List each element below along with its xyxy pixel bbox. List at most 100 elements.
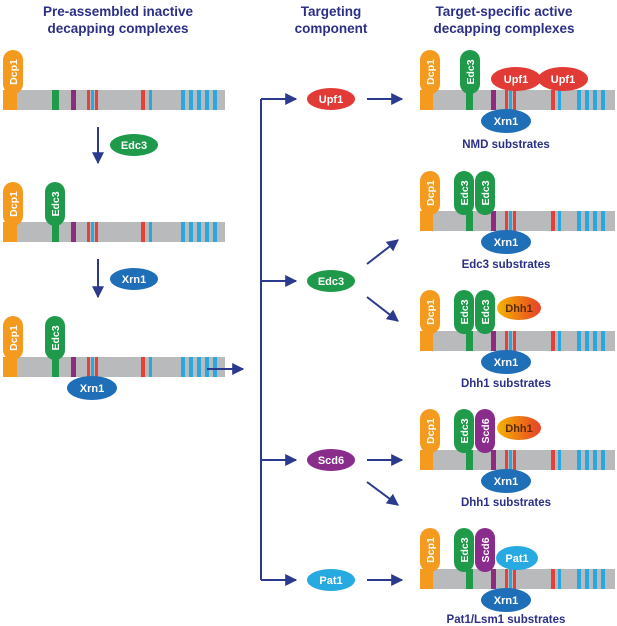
left-complex-3: Dcp1 Edc3 Xrn1 (3, 316, 225, 400)
dcp1-protein: Dcp1 (420, 290, 440, 334)
svg-text:Dcp1: Dcp1 (425, 418, 437, 444)
middle-heading-line2: component (295, 21, 368, 36)
dcp1-protein: Dcp1 (420, 409, 440, 453)
right-complex-dhh1-edc3: Dcp1 Edc3 Edc3 Dhh1 Xrn1 Dhh1 substrates (420, 290, 615, 390)
right-complex-dhh1-scd6: Dcp1 Edc3 Scd6 Dhh1 Xrn1 Dhh1 substrates (420, 409, 615, 509)
cap-block (3, 357, 17, 377)
svg-text:Upf1: Upf1 (551, 74, 575, 86)
svg-text:Upf1: Upf1 (319, 94, 343, 106)
dcp1-protein: Dcp1 (3, 316, 23, 360)
cap-block (3, 90, 17, 110)
xrn1-free-protein: Xrn1 (110, 268, 158, 290)
upf1-protein-1: Upf1 (491, 67, 541, 91)
right-complex-pat1: Dcp1 Edc3 Scd6 Pat1 Xrn1 Pat1/Lsm1 subst… (420, 528, 615, 626)
svg-text:Scd6: Scd6 (480, 537, 492, 562)
nmd-substrates-label: NMD substrates (462, 139, 550, 151)
left-heading-line2: decapping complexes (47, 21, 188, 36)
targeting-arrows (366, 93, 404, 586)
svg-text:Edc3: Edc3 (459, 537, 471, 562)
right-complex-edc3: Dcp1 Edc3 Edc3 Xrn1 Edc3 substrates (420, 171, 615, 271)
stripes (52, 357, 217, 377)
xrn1-protein: Xrn1 (481, 230, 531, 254)
svg-text:Edc3: Edc3 (121, 140, 147, 152)
edc3-protein-2: Edc3 (475, 171, 495, 215)
svg-text:Xrn1: Xrn1 (494, 237, 518, 249)
svg-text:Xrn1: Xrn1 (122, 274, 146, 286)
left-complex-1: Dcp1 (3, 50, 225, 110)
svg-text:Pat1: Pat1 (505, 553, 528, 565)
edc3-free-protein: Edc3 (110, 134, 158, 156)
middle-heading-line1: Targeting (301, 4, 362, 19)
svg-text:Edc3: Edc3 (459, 418, 471, 443)
edc3-protein: Edc3 (460, 50, 480, 94)
svg-text:Xrn1: Xrn1 (494, 476, 518, 488)
dcp1-protein: Dcp1 (3, 182, 23, 226)
scd6-protein: Scd6 (475, 409, 495, 453)
dcp1-protein: Dcp1 (3, 50, 23, 94)
edc3-protein-1: Edc3 (454, 171, 474, 215)
svg-text:Scd6: Scd6 (480, 418, 492, 443)
svg-text:Xrn1: Xrn1 (80, 383, 104, 395)
svg-text:Edc3: Edc3 (459, 180, 471, 205)
svg-text:Pat1: Pat1 (319, 575, 342, 587)
svg-text:Dcp1: Dcp1 (8, 59, 20, 85)
targeting-scd6: Scd6 (307, 449, 355, 471)
targeting-edc3: Edc3 (307, 270, 355, 292)
svg-text:Dcp1: Dcp1 (425, 537, 437, 563)
xrn1-protein: Xrn1 (481, 350, 531, 374)
dcp1-protein: Dcp1 (420, 50, 440, 94)
dhh1-substrates-label-1: Dhh1 substrates (461, 378, 551, 390)
svg-text:Dcp1: Dcp1 (8, 191, 20, 217)
left-heading: Pre-assembled inactive decapping complex… (43, 4, 194, 36)
svg-text:Dcp1: Dcp1 (425, 299, 437, 325)
svg-text:Dcp1: Dcp1 (425, 180, 437, 206)
xrn1-protein: Xrn1 (481, 588, 531, 612)
svg-text:Edc3: Edc3 (480, 180, 492, 205)
svg-text:Edc3: Edc3 (50, 325, 62, 350)
edc3-protein: Edc3 (45, 182, 65, 226)
svg-text:Edc3: Edc3 (465, 59, 477, 84)
left-complex-2: Dcp1 Edc3 (3, 182, 225, 242)
svg-text:Edc3: Edc3 (318, 276, 344, 288)
xrn1-protein: Xrn1 (67, 376, 117, 400)
targeting-upf1: Upf1 (307, 88, 355, 110)
svg-text:Dhh1: Dhh1 (505, 423, 533, 435)
dhh1-protein: Dhh1 (497, 416, 541, 440)
pat1-substrates-label: Pat1/Lsm1 substrates (447, 614, 566, 626)
svg-text:Xrn1: Xrn1 (494, 357, 518, 369)
right-heading: Target-specific active decapping complex… (433, 4, 574, 36)
svg-text:Edc3: Edc3 (459, 299, 471, 324)
svg-text:Dcp1: Dcp1 (425, 59, 437, 85)
right-heading-line2: decapping complexes (433, 21, 574, 36)
dcp1-protein: Dcp1 (420, 171, 440, 215)
right-complex-nmd: Dcp1 Edc3 Upf1 Upf1 Xrn1 NMD substrates (420, 50, 615, 151)
stripes (52, 90, 217, 110)
xrn1-protein: Xrn1 (481, 469, 531, 493)
dhh1-protein: Dhh1 (497, 296, 541, 320)
svg-text:Edc3: Edc3 (480, 299, 492, 324)
edc3-substrates-label: Edc3 substrates (462, 259, 551, 271)
edc3-protein: Edc3 (45, 316, 65, 360)
svg-text:Xrn1: Xrn1 (494, 595, 518, 607)
stripes (52, 222, 217, 242)
dcp1-protein: Dcp1 (420, 528, 440, 572)
svg-text:Scd6: Scd6 (318, 455, 344, 467)
xrn1-protein: Xrn1 (481, 109, 531, 133)
scd6-protein: Scd6 (475, 528, 495, 572)
svg-text:Dcp1: Dcp1 (8, 325, 20, 351)
edc3-protein-1: Edc3 (454, 290, 474, 334)
svg-text:Edc3: Edc3 (50, 191, 62, 216)
svg-text:Upf1: Upf1 (504, 74, 528, 86)
edc3-protein-2: Edc3 (475, 290, 495, 334)
left-heading-line1: Pre-assembled inactive (43, 4, 194, 19)
branch-lines (260, 93, 298, 586)
dhh1-substrates-label-2: Dhh1 substrates (461, 497, 551, 509)
right-heading-line1: Target-specific active (435, 4, 573, 19)
middle-heading: Targeting component (295, 4, 368, 36)
svg-text:Xrn1: Xrn1 (494, 116, 518, 128)
pat1-protein: Pat1 (496, 546, 538, 570)
upf1-protein-2: Upf1 (538, 67, 588, 91)
edc3-protein: Edc3 (454, 528, 474, 572)
targeting-pat1: Pat1 (307, 569, 355, 591)
